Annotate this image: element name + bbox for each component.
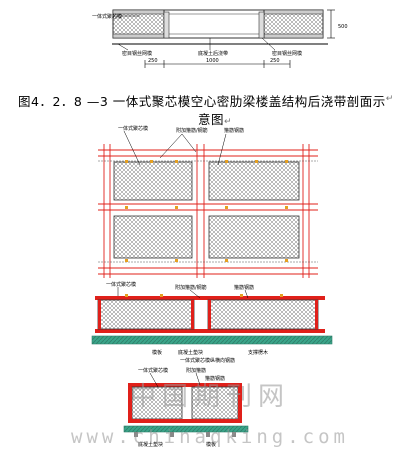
fig3-label-a: 一体式聚芯模 xyxy=(106,281,136,288)
plan-figure xyxy=(98,130,318,278)
fig3-label-c: 箍筋钢筋 xyxy=(234,284,254,291)
fig3-label-e: 底凝土垫块 xyxy=(178,349,203,356)
fig4-label-d: 底凝土垫块 xyxy=(138,441,163,448)
fig1-dim-mid: 1000 xyxy=(206,58,219,64)
fig3-label-b: 附加箍筋/钢筋 xyxy=(175,284,207,291)
fig4-label-b: 附加箍筋 xyxy=(186,367,206,374)
section-figure-top xyxy=(112,9,335,68)
return-mark-1: ↵ xyxy=(385,94,394,104)
caption-text-1: 图4．2．8 —3 一体式聚芯模空心密肋梁楼盖结构后浇带剖面示 xyxy=(18,94,386,110)
fig2-label-b: 附加箍筋/钢筋 xyxy=(176,127,208,134)
fig1-label-mid: 底凝土后浇带 xyxy=(198,50,228,57)
fig4-label-a: 一体式聚芯模 xyxy=(138,367,168,374)
fig1-label-right: 密目钢丝网模 xyxy=(272,50,302,57)
fig4-label-c: 箍筋钢筋 xyxy=(205,375,225,382)
fig4-label-e: 模板 xyxy=(206,441,216,448)
fig3-label-g: 支撑楞木 xyxy=(248,349,268,356)
fig3-label-f: 一体式聚芯模纵横向钢筋 xyxy=(180,357,235,364)
fig2-label-c: 箍筋钢筋 xyxy=(224,127,244,134)
watermark-url: www.chinaqking.com xyxy=(71,426,349,448)
fig1-label-top: 一体式聚芯模 xyxy=(92,13,122,20)
fig1-label-left: 密目钢丝网模 xyxy=(122,50,152,57)
section-figure-bottom xyxy=(123,372,249,437)
figure-caption: 图4．2．8 —3 一体式聚芯模空心密肋梁楼盖结构后浇带剖面示↵ 意图↵ xyxy=(18,90,413,131)
section-figure-middle xyxy=(91,287,333,345)
fig1-dim-left: 250 xyxy=(148,58,158,64)
fig2-label-a: 一体式聚芯模 xyxy=(118,125,148,132)
caption-text-2: 意图 xyxy=(198,112,225,128)
caption-line-1: 图4．2．8 —3 一体式聚芯模空心密肋梁楼盖结构后浇带剖面示↵ xyxy=(18,90,413,111)
fig1-dim-height: 500 xyxy=(338,24,348,30)
watermark-title: 中国期刊网 xyxy=(129,382,290,412)
caption-line-2: 意图↵ xyxy=(18,111,413,131)
fig3-label-d: 模板 xyxy=(152,349,162,356)
return-mark-2: ↵ xyxy=(224,117,233,128)
fig1-dim-right: 250 xyxy=(270,58,280,64)
